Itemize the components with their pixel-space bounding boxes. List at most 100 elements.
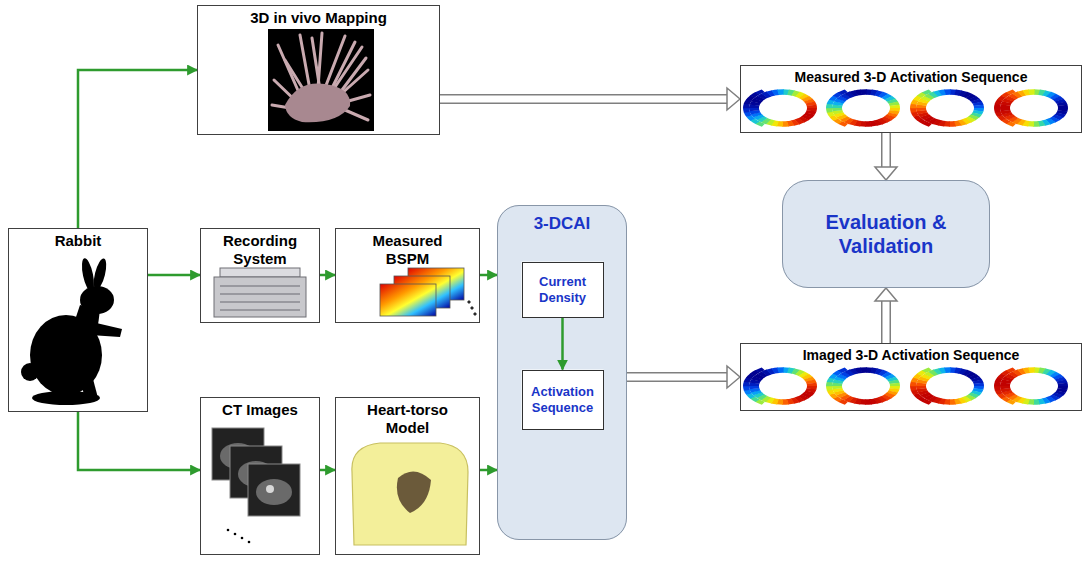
activation-rings xyxy=(743,89,1068,404)
ring-segment xyxy=(910,386,917,391)
process-box: 3D in vivo Mapping xyxy=(197,5,440,135)
mapping-image xyxy=(268,29,374,131)
connector-line xyxy=(148,274,200,277)
connector-line xyxy=(78,70,197,228)
block-arrow xyxy=(875,133,897,180)
connector-line xyxy=(78,412,200,470)
ring-segment xyxy=(1000,386,1010,390)
flow-arrow xyxy=(480,470,497,471)
process-box: Recording System xyxy=(200,228,320,323)
node-label: 3-DCAI xyxy=(534,214,591,234)
ring-segment xyxy=(916,386,926,390)
arrow-shaft-fill xyxy=(627,374,728,381)
ring-segment xyxy=(974,105,984,109)
box-fill xyxy=(522,262,604,318)
ring-segment xyxy=(890,105,900,109)
block-arrow xyxy=(875,288,897,343)
flow-arrow xyxy=(78,412,200,470)
ct-slices xyxy=(212,428,300,543)
connector-line xyxy=(561,318,564,370)
activation-ring xyxy=(826,367,900,404)
ring-segment xyxy=(838,89,848,94)
ring-segment xyxy=(1006,89,1016,94)
node-label: Measured 3-D Activation Sequence xyxy=(795,69,1028,86)
ring-segment xyxy=(922,367,932,372)
ring-segment xyxy=(949,121,956,127)
ring-segment xyxy=(1033,399,1040,405)
node-label: Evaluation & Validation xyxy=(787,210,985,258)
ring-segment xyxy=(755,367,765,372)
connector-line xyxy=(320,274,335,277)
box-fill xyxy=(522,370,604,430)
activation-ring xyxy=(994,367,1068,404)
ring-segment xyxy=(1028,89,1035,95)
ring-segment xyxy=(807,383,817,387)
ring-segment xyxy=(749,108,759,112)
arrow-shaft-outline xyxy=(881,133,891,168)
arrow-shaft-outline xyxy=(881,300,891,343)
ring-segment xyxy=(832,108,842,112)
ring-segment xyxy=(944,89,951,95)
ring-segment xyxy=(782,399,789,405)
connector-line xyxy=(480,469,497,472)
evaluation-box: Evaluation & Validation xyxy=(782,180,990,288)
ring-segment xyxy=(777,367,784,373)
ring-segment xyxy=(826,108,833,113)
heart-torso-model xyxy=(352,443,468,545)
arrow-shaft-fill xyxy=(883,300,890,343)
ring-segment xyxy=(865,399,872,405)
ring-segment xyxy=(838,367,848,372)
ring-segment xyxy=(782,121,789,127)
connector-line xyxy=(480,274,497,277)
arrow-shaft-fill xyxy=(440,96,728,103)
node-label: 3D in vivo Mapping xyxy=(250,9,387,27)
bspm-maps xyxy=(380,268,476,316)
rabbit-silhouette xyxy=(21,257,122,405)
ring-segment xyxy=(777,89,784,95)
arrow-head xyxy=(727,88,740,110)
ring-segment xyxy=(1058,105,1068,109)
ring-segment xyxy=(974,383,984,387)
node-label: CT Images xyxy=(222,401,298,419)
ring-segment xyxy=(1006,367,1016,372)
node-label: Heart-torso Model xyxy=(358,401,458,437)
ring-segment xyxy=(865,121,872,127)
ring-segment xyxy=(890,383,900,387)
recording-device xyxy=(214,268,306,317)
activation-ring xyxy=(910,367,984,404)
ring-segment xyxy=(807,105,817,109)
block-arrow xyxy=(440,88,740,110)
flow-arrow xyxy=(320,470,335,471)
ring-segment xyxy=(743,108,750,113)
ring-segment xyxy=(755,89,765,94)
arrow-shaft-outline xyxy=(440,94,728,104)
block-arrow xyxy=(627,366,740,388)
ring-segment xyxy=(916,108,926,112)
process-box: CT Images xyxy=(200,397,320,555)
ring-segment xyxy=(994,386,1001,391)
result-box: Measured 3-D Activation Sequence xyxy=(740,65,1082,133)
node-label: Current Density xyxy=(527,274,599,305)
activation-ring xyxy=(910,89,984,126)
arrow-head xyxy=(875,288,897,301)
activation-ring xyxy=(994,89,1068,126)
ring-segment xyxy=(749,386,759,390)
ring-segment xyxy=(1000,108,1010,112)
ring-segment xyxy=(1058,383,1068,387)
activation-ring xyxy=(743,367,817,404)
activation-ring xyxy=(743,89,817,126)
ring-segment xyxy=(743,386,750,391)
process-box: Heart-torso Model xyxy=(335,397,480,555)
ring-segment xyxy=(826,386,833,391)
node-label: Measured BSPM xyxy=(363,232,453,268)
node-label: Rabbit xyxy=(55,232,102,250)
ring-segment xyxy=(860,89,867,95)
node-label: Activation Sequence xyxy=(527,384,599,415)
result-box: Imaged 3-D Activation Sequence xyxy=(740,343,1082,411)
method-panel: 3-DCAI Current DensityActivation Sequence xyxy=(497,205,627,540)
node-label: Recording System xyxy=(208,232,312,268)
ring-segment xyxy=(832,386,842,390)
box-fill xyxy=(782,180,990,288)
flow-arrow xyxy=(320,275,335,276)
